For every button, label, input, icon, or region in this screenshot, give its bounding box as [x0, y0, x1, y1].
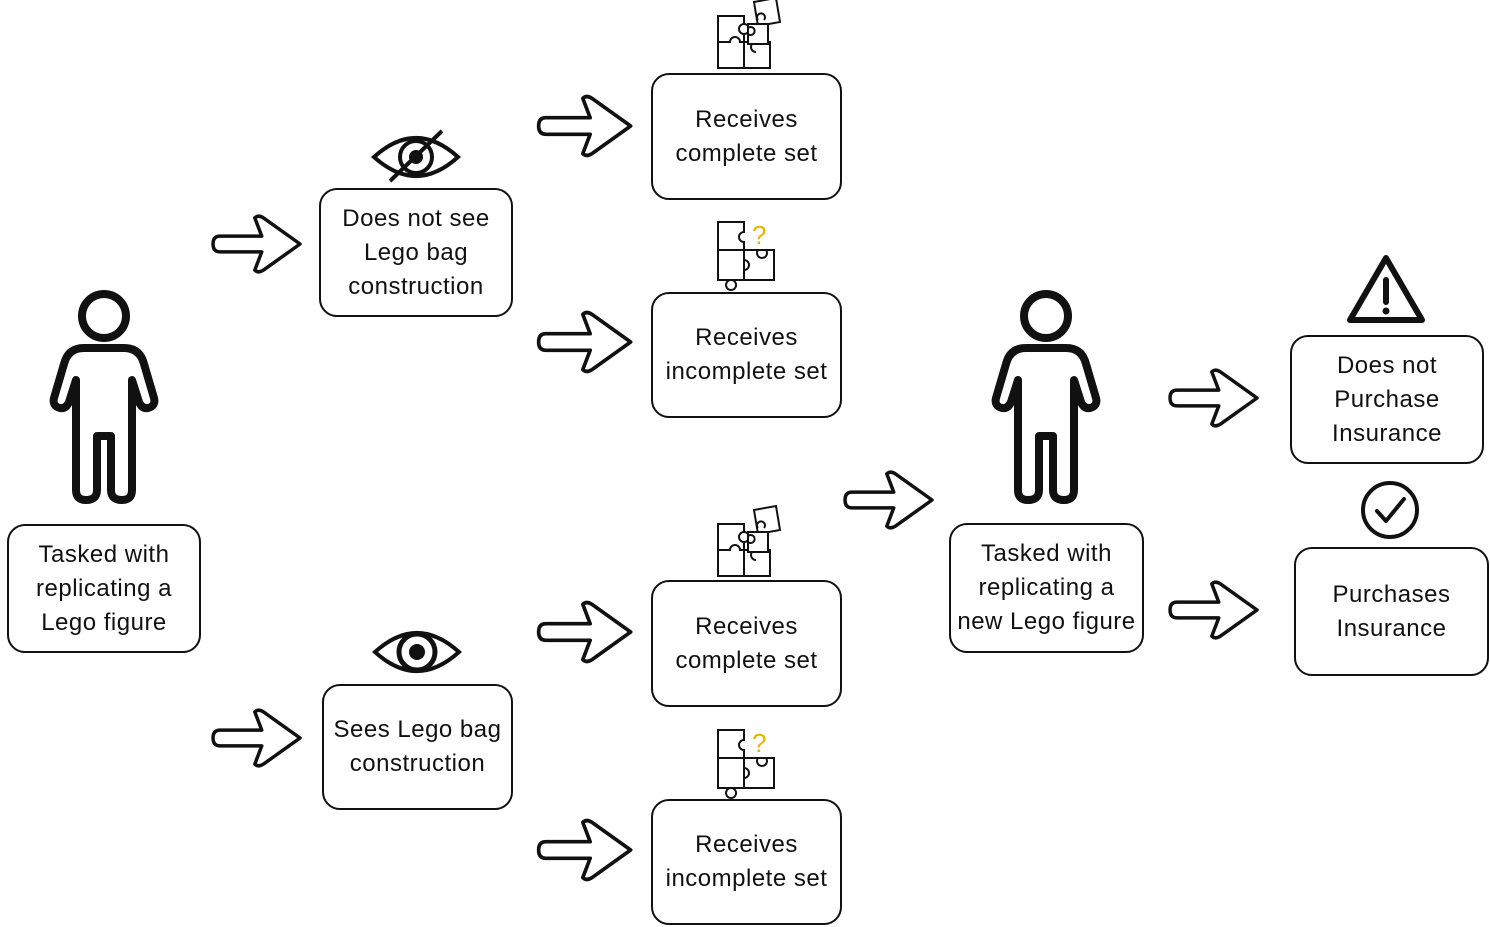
- arrow-right-icon: [536, 310, 633, 374]
- node-no-insurance-label: Does not Purchase Insurance: [1332, 351, 1442, 447]
- eye-slash-icon: [371, 129, 461, 183]
- arrow-right-icon: [1168, 368, 1259, 428]
- eye-icon: [372, 631, 462, 673]
- node-new-task-label: Tasked with replicating a new Lego figur…: [957, 540, 1136, 635]
- puzzle-missing-icon: [717, 219, 775, 291]
- node-sees-label: Sees Lego bag construction: [333, 716, 502, 777]
- node-complete-1-label: Receives complete set: [675, 105, 818, 167]
- puzzle-missing-icon: [717, 727, 775, 799]
- arrow-right-icon: [536, 818, 633, 882]
- puzzle-complete-icon: [717, 505, 781, 577]
- arrow-right-icon: [536, 600, 633, 664]
- check-circle-icon: [1361, 481, 1419, 539]
- warning-icon: [1347, 255, 1425, 323]
- node-new-task: Tasked with replicating a new Lego figur…: [949, 523, 1144, 653]
- node-insurance-label: Purchases Insurance: [1332, 580, 1451, 642]
- arrow-right-icon: [843, 470, 934, 530]
- node-insurance: Purchases Insurance: [1294, 547, 1489, 676]
- node-incomplete-1: Receives incomplete set: [651, 292, 842, 418]
- node-complete-1: Receives complete set: [651, 73, 842, 200]
- arrow-right-icon: [1168, 580, 1259, 640]
- node-start-label: Tasked with replicating a Lego figure: [36, 540, 172, 636]
- arrow-right-icon: [211, 214, 302, 274]
- node-no-see-label: Does not see Lego bag construction: [342, 204, 490, 300]
- node-incomplete-2: Receives incomplete set: [651, 799, 842, 925]
- node-complete-2-label: Receives complete set: [675, 612, 818, 674]
- arrow-right-icon: [211, 708, 302, 768]
- node-sees: Sees Lego bag construction: [322, 684, 513, 810]
- node-incomplete-1-label: Receives incomplete set: [665, 324, 828, 385]
- person-icon: [996, 294, 1097, 500]
- node-complete-2: Receives complete set: [651, 580, 842, 707]
- arrow-right-icon: [536, 94, 633, 158]
- node-no-see: Does not see Lego bag construction: [319, 188, 513, 317]
- person-icon: [54, 294, 155, 500]
- node-start: Tasked with replicating a Lego figure: [7, 524, 201, 653]
- node-no-insurance: Does not Purchase Insurance: [1290, 335, 1484, 464]
- node-incomplete-2-label: Receives incomplete set: [665, 831, 828, 892]
- puzzle-complete-icon: [717, 0, 781, 69]
